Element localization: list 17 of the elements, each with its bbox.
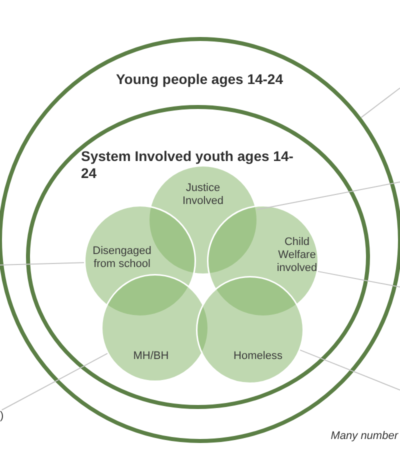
circle-label: Disengaged from school — [92, 245, 152, 272]
note-text: ) — [0, 410, 4, 422]
note-text: Many number — [330, 430, 398, 442]
leader-line — [300, 350, 400, 390]
leader-line — [0, 262, 85, 266]
leader-line — [1, 352, 108, 410]
circle-label: Homeless — [232, 350, 284, 364]
circle-label: MH/BH — [132, 350, 170, 364]
venn-circle — [196, 276, 304, 384]
leader-line — [256, 182, 400, 210]
leader-line — [360, 88, 400, 118]
circle-label: Justice Involved — [182, 182, 224, 208]
leader-line — [318, 270, 400, 288]
circle-title: Young people ages 14-24 — [116, 71, 284, 88]
inner-circle — [26, 105, 370, 409]
circle-label: Child Welfare involved — [276, 236, 318, 276]
circle-title: System Involved youth ages 14-24 — [81, 148, 294, 182]
